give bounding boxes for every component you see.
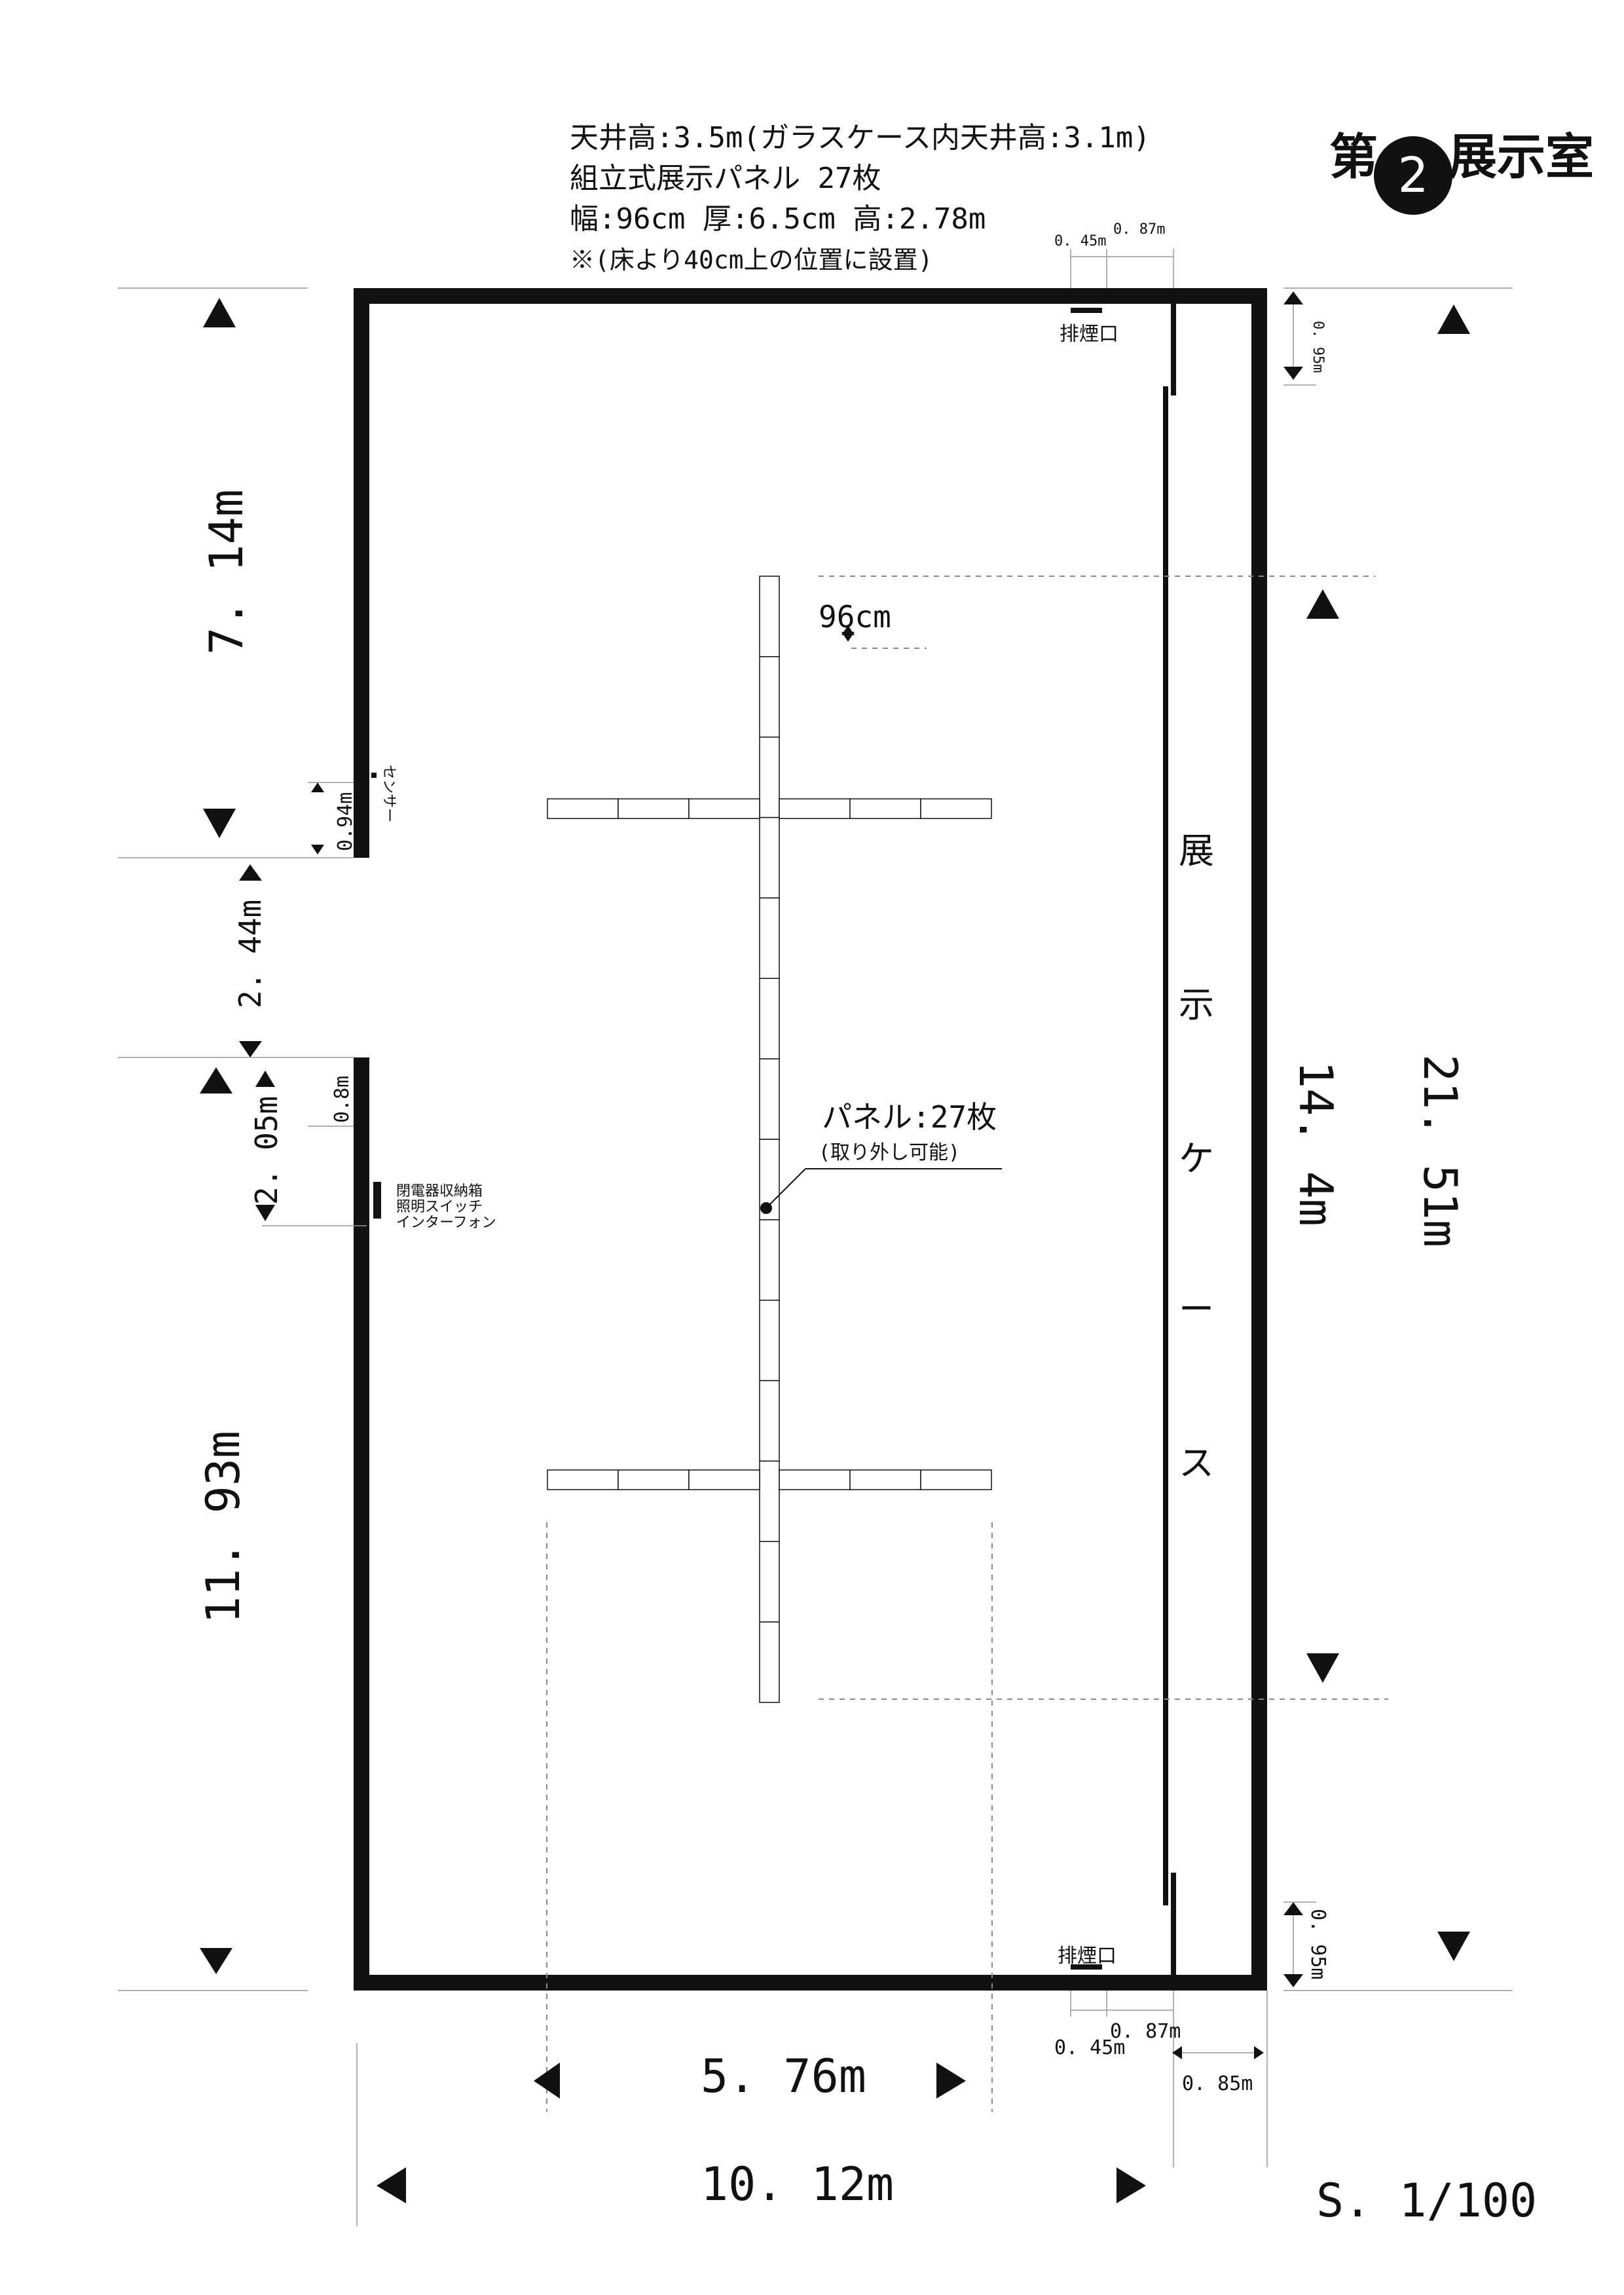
panel-spine-segment (759, 1299, 780, 1382)
panel-spine-segment (759, 978, 780, 1059)
dim-left-bottom: 11. 93m (196, 1430, 250, 1624)
wall-box-line-2: 照明スイッチ (396, 1199, 483, 1215)
panel-arm-segment (849, 1469, 921, 1490)
sensor-marker (371, 773, 377, 778)
panel-spine-segment (759, 817, 780, 899)
note-panel-size: 幅:96cm 厚:6.5cm 高:2.78m (570, 202, 986, 236)
wall-top (354, 288, 1267, 304)
title-prefix: 第 (1329, 129, 1378, 185)
panel-arm-segment (547, 798, 619, 819)
panel-spine-segment (759, 1380, 780, 1462)
dim-sensor-offset: 0.94m (334, 792, 357, 851)
case-char-2: 示 (1179, 984, 1214, 1025)
wall-left-upper (354, 288, 369, 858)
note-ceiling: 天井高:3.5m(ガラスケース内天井高:3.1m) (570, 121, 1151, 155)
case-char-1: 展 (1179, 830, 1214, 872)
note-panels: 組立式展示パネル 27枚 (570, 162, 881, 195)
panel-arm-segment (547, 1469, 619, 1490)
dim-box-offset: 2. 05m (249, 1095, 284, 1205)
wall-box-line-1: 閉電器収納箱 (396, 1183, 483, 1200)
wall-box-marker (373, 1182, 381, 1219)
wall-box-line-3: インターフォン (396, 1215, 496, 1231)
panel-arm-segment (618, 1469, 690, 1490)
wall-right (1251, 288, 1267, 1991)
panel-arm-segment (779, 798, 851, 819)
panel-note-label: (取り外し可能) (819, 1141, 961, 1164)
vent-bottom-label: 排煙口 (1058, 1945, 1116, 1968)
dim-door-width: 2. 44m (232, 899, 268, 1008)
dim-left-top: 7. 14m (200, 489, 253, 655)
extension-lines (118, 249, 1513, 2226)
panel-pointer (760, 1168, 1002, 1214)
vent-bottom-marker (1071, 1964, 1102, 1970)
dim-door-offset: 0.8m (331, 1075, 354, 1123)
panel-spine-segment (759, 1219, 780, 1301)
dim-panel-unit: 96cm (819, 599, 891, 634)
notes-block: 天井高:3.5m(ガラスケース内天井高:3.1m) 組立式展示パネル 27枚 幅… (570, 118, 1151, 280)
guide-lines (546, 576, 1388, 2112)
wall-bottom (354, 1975, 1267, 1991)
dim-panel-span: 5. 76m (701, 2049, 866, 2103)
panel-arm-segment (688, 798, 760, 819)
dim-case-length: 14. 4m (1289, 1061, 1342, 1226)
wall-left-lower (354, 1057, 369, 1991)
dim-case-depth: 0. 85m (1182, 2072, 1253, 2095)
panel-spine-segment (759, 897, 780, 980)
note-install: ※(床より40cm上の位置に設置) (570, 246, 933, 274)
title-number-badge: 2 (1374, 136, 1452, 215)
panel-spine-segment (759, 1058, 780, 1140)
vent-top-label: 排煙口 (1060, 323, 1118, 346)
panel-arm-segment (849, 798, 921, 819)
panel-spine-segment (759, 656, 780, 738)
case-char-3: ケ (1179, 1138, 1214, 1179)
dim-vent-top-a: 0. 45m (1054, 233, 1107, 249)
dim-room-length: 21. 51m (1413, 1054, 1467, 1248)
display-case (1163, 304, 1176, 1975)
dim-vent-bottom-b: 0. 87m (1110, 2020, 1181, 2043)
panel-arm-segment (688, 1469, 760, 1490)
panel-layout (547, 576, 992, 1703)
sensor-label: センサー (380, 765, 397, 823)
case-char-5: ス (1179, 1442, 1214, 1484)
room-walls (354, 288, 1267, 1991)
panel-spine-segment (759, 1460, 780, 1543)
panel-count-label: パネル:27枚 (822, 1099, 997, 1135)
title-name: 展示室 (1449, 129, 1594, 185)
panel-arm-segment (618, 798, 690, 819)
panel-spine-segment (759, 736, 780, 818)
dim-case-gap-top: 0. 95m (1310, 321, 1326, 373)
dim-vent-top-b: 0. 87m (1113, 221, 1166, 238)
wall-box-label: 閉電器収納箱 照明スイッチ インターフォン (396, 1184, 496, 1231)
dim-case-gap-bottom: 0. 95m (1306, 1909, 1329, 1980)
panel-arm-segment (779, 1469, 851, 1490)
vent-top-marker (1071, 308, 1102, 313)
scale-label: S. 1/100 (1316, 2174, 1538, 2228)
panel-spine-segment (759, 1541, 780, 1623)
panel-arm-segment (920, 798, 992, 819)
panel-spine-segment (759, 1621, 780, 1703)
dimension-arrows (200, 291, 1470, 2203)
case-char-4: ー (1179, 1289, 1214, 1330)
dim-room-width: 10. 12m (701, 2157, 895, 2211)
panel-arm-segment (920, 1469, 992, 1490)
panel-spine-segment (759, 576, 780, 657)
dim-vent-bottom-a: 0. 45m (1054, 2036, 1126, 2059)
